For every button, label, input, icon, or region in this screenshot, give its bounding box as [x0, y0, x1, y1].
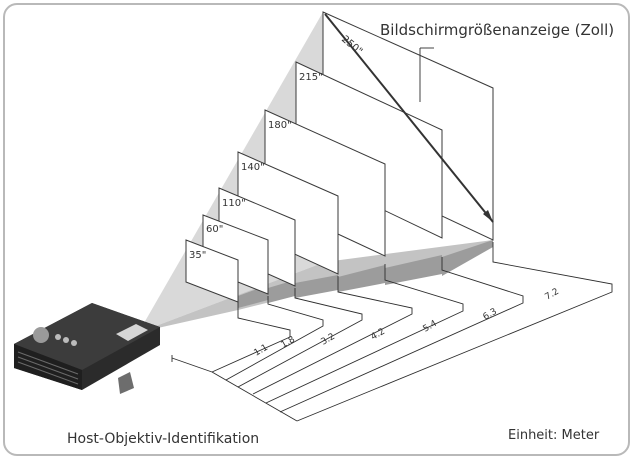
size-label-180: 180" [268, 120, 292, 131]
screen-shadow-110 [295, 275, 338, 298]
distance-label-6: 6.3 [482, 307, 499, 323]
distance-label-2: 1.8 [280, 335, 298, 351]
diagram-title: Bildschirmgrößenanzeige (Zoll) [380, 21, 614, 39]
lens-caption: Host-Objektiv-Identifikation [67, 431, 259, 447]
screen-shadow-180 [385, 255, 442, 285]
screen-shadow-140 [338, 265, 385, 292]
diagonal-line [324, 13, 494, 223]
distance-label-3: 3.2 [320, 332, 337, 348]
size-label-110: 110" [222, 198, 246, 209]
screen-shadow-60 [268, 280, 295, 303]
distance-label-1: 1.1 [253, 343, 270, 359]
unit-caption: Einheit: Meter [508, 428, 600, 443]
distance-label-7: 7.2 [544, 287, 561, 303]
projector-illustration [14, 303, 160, 394]
distance-lines [171, 242, 613, 422]
diagonal-arrowhead [483, 210, 493, 222]
size-label-215: 215" [299, 72, 323, 83]
size-label-140: 140" [241, 162, 265, 173]
size-label-60: 60" [206, 224, 223, 235]
size-label-35: 35" [189, 250, 206, 261]
distance-label-5: 5.4 [422, 319, 440, 335]
distance-label-4: 4.2 [370, 327, 387, 343]
screen-shadow-215 [442, 240, 493, 276]
